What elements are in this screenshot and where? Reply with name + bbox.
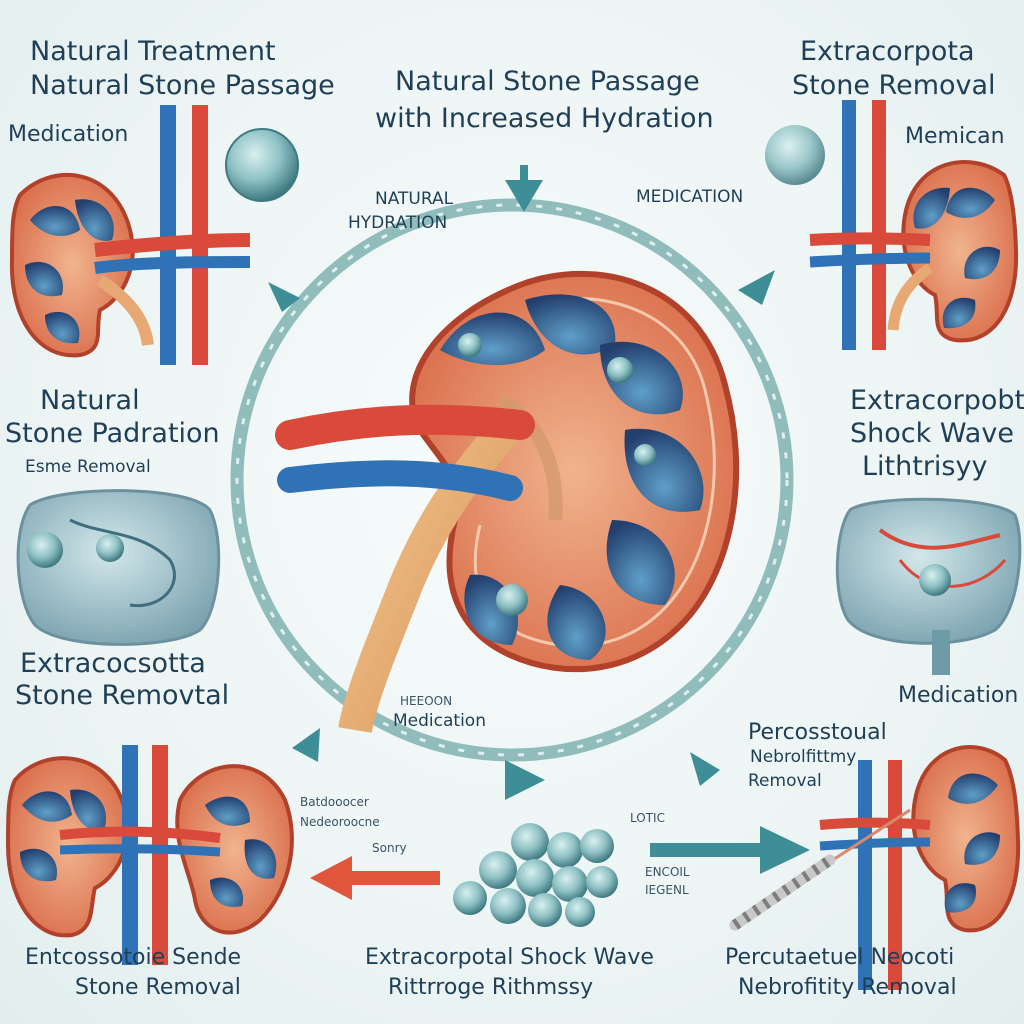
cycle-arrow-left bbox=[268, 282, 300, 312]
kidney-bottom-right bbox=[819, 745, 1021, 990]
label-sonry: Sonry bbox=[372, 841, 407, 855]
urinary-organ-right bbox=[835, 497, 1022, 675]
label-lotic: LOTIC bbox=[630, 811, 665, 825]
stone-top-left bbox=[225, 128, 299, 202]
label-natural-left: Natural bbox=[40, 385, 140, 416]
label-natural-treatment: Natural Treatment bbox=[30, 36, 276, 67]
cycle-arrow-lower-right bbox=[690, 752, 720, 786]
label-encoil: ENCOIL bbox=[645, 865, 690, 879]
cycle-arrow-bottom bbox=[505, 760, 545, 800]
cycle-arrow-top bbox=[505, 165, 543, 212]
central-kidney bbox=[275, 270, 740, 734]
kidney-top-right bbox=[809, 100, 1019, 350]
kidney-stones bbox=[458, 333, 656, 616]
label-natural-hydration-1: NATURAL bbox=[375, 189, 454, 209]
label-extracorpotal-shock-wave: Extracorpotal Shock Wave bbox=[365, 945, 654, 970]
label-stone-padration: Stone Padration bbox=[5, 418, 220, 449]
red-arrow-left bbox=[310, 856, 440, 900]
label-increased-hydration: with Increased Hydration bbox=[375, 103, 714, 134]
label-percutaetuel-neocoti: Percutaetuel Neocoti bbox=[725, 945, 955, 970]
label-percosstoual: Percosstoual bbox=[748, 720, 887, 745]
label-medication-right-low: Medication bbox=[898, 683, 1019, 708]
label-extracorpobt: Extracorpobt bbox=[850, 385, 1024, 416]
label-heeoon: HEEOON bbox=[400, 694, 453, 708]
label-extracocsotta: Extracocsotta bbox=[20, 648, 206, 679]
label-esme-removal: Esme Removal bbox=[25, 457, 151, 477]
label-stone-removtal: Stone Removtal bbox=[15, 680, 230, 711]
label-medication-center-low: Medication bbox=[393, 711, 486, 731]
label-natural-hydration-2: HYDRATION bbox=[348, 213, 448, 233]
urinary-organ-left bbox=[16, 489, 221, 646]
label-iegenl: IEGENL bbox=[645, 883, 689, 897]
label-medication-left: Medication bbox=[8, 122, 129, 147]
kidney-bottom-left bbox=[5, 745, 294, 965]
stone-cluster bbox=[453, 823, 618, 927]
label-shock-wave-right: Shock Wave bbox=[850, 418, 1014, 449]
label-memican-right: Memican bbox=[905, 124, 1005, 149]
label-natural-stone-passage-left: Natural Stone Passage bbox=[30, 70, 335, 101]
label-rittrroge-rithmssy: Rittrroge Rithmssy bbox=[388, 975, 594, 1000]
cycle-arrow-lower-left bbox=[292, 728, 320, 762]
label-batdooocer: Batdooocer bbox=[300, 795, 369, 809]
treatment-cycle-ring bbox=[230, 198, 794, 762]
label-medication-center: MEDICATION bbox=[636, 187, 744, 207]
stone-top-right bbox=[765, 125, 825, 185]
nephroscope-instrument bbox=[729, 808, 911, 931]
teal-arrow-right bbox=[650, 826, 810, 874]
label-lithtrisyy: Lithtrisyy bbox=[862, 451, 988, 482]
label-stone-removal-bottom-left: Stone Removal bbox=[75, 975, 241, 1000]
cycle-arrow-right bbox=[738, 270, 775, 305]
label-natural-stone-passage-center: Natural Stone Passage bbox=[395, 66, 700, 97]
label-nebrolfittmy: Nebrolfittmy bbox=[750, 747, 857, 767]
label-nebrofitity-removal: Nebrofitity Removal bbox=[738, 975, 957, 1000]
label-removal-percos: Removal bbox=[748, 771, 822, 791]
label-stone-removal-top-right: Stone Removal bbox=[792, 70, 996, 101]
label-extracorpota: Extracorpota bbox=[800, 36, 975, 67]
label-nedeoroocne: Nedeoroocne bbox=[300, 815, 380, 829]
label-entcossotoie-sende: Entcossotoie Sende bbox=[25, 945, 242, 970]
kidney-top-left bbox=[9, 105, 251, 365]
